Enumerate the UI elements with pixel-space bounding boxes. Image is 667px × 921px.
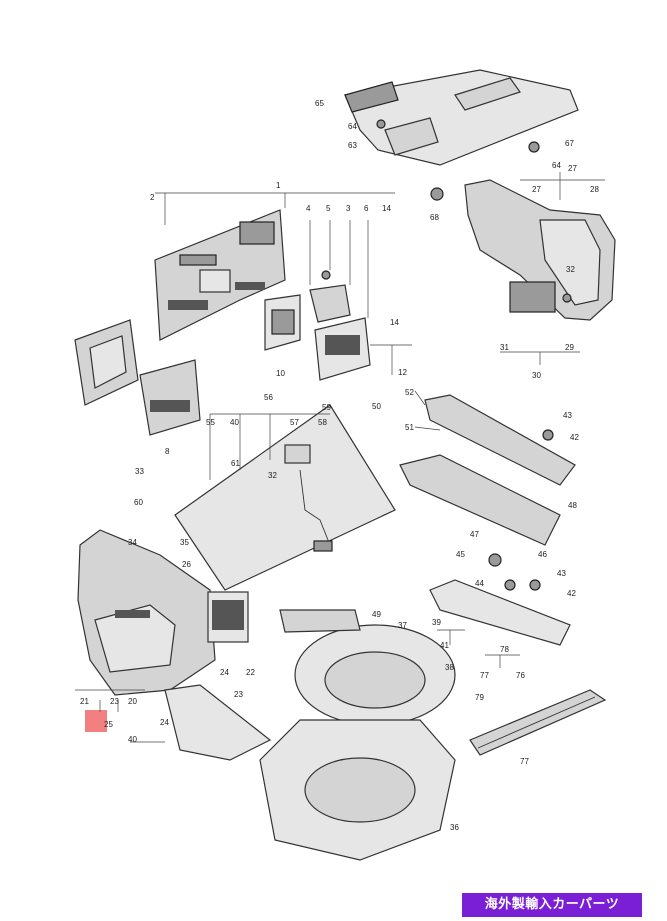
label-40: 40	[230, 418, 239, 427]
label-43: 43	[563, 411, 572, 420]
leader-lines	[75, 172, 605, 743]
label-32: 32	[566, 265, 575, 274]
label-41: 41	[440, 641, 449, 650]
side-box-parts	[264, 270, 371, 381]
label-24: 24	[220, 668, 229, 677]
label-6: 6	[364, 204, 369, 213]
label-38: 38	[445, 663, 454, 672]
label-31: 31	[500, 343, 509, 352]
label-5: 5	[326, 204, 331, 213]
label-27: 27	[568, 164, 577, 173]
label-34: 34	[128, 538, 137, 547]
label-23: 23	[110, 697, 119, 706]
label-4: 4	[306, 204, 311, 213]
label-21: 21	[80, 697, 89, 706]
label-48: 48	[568, 501, 577, 510]
label-23: 23	[234, 690, 243, 699]
right-side-panel-part	[464, 179, 616, 321]
label-76: 76	[516, 671, 525, 680]
label-59: 59	[322, 403, 331, 412]
label-14: 14	[382, 204, 391, 213]
label-56: 56	[264, 393, 273, 402]
label-77: 77	[480, 671, 489, 680]
label-30: 30	[532, 371, 541, 380]
label-35: 35	[180, 538, 189, 547]
left-frame-part	[74, 319, 201, 436]
label-64: 64	[348, 122, 357, 131]
label-37: 37	[398, 621, 407, 630]
label-14: 14	[390, 318, 399, 327]
label-3: 3	[346, 204, 351, 213]
label-58: 58	[318, 418, 327, 427]
label-40: 40	[128, 735, 137, 744]
label-46: 46	[538, 550, 547, 559]
shop-watermark-badge: 海外製輸入カーパーツ	[462, 893, 642, 917]
label-61: 61	[231, 459, 240, 468]
label-63: 63	[348, 141, 357, 150]
label-50: 50	[372, 402, 381, 411]
label-32: 32	[268, 471, 277, 480]
label-49: 49	[372, 610, 381, 619]
spare-wheel-well-part	[259, 609, 456, 861]
label-36: 36	[450, 823, 459, 832]
label-52: 52	[405, 388, 414, 397]
label-42: 42	[570, 433, 579, 442]
label-51: 51	[405, 423, 414, 432]
rear-trim-panel-part	[154, 209, 286, 341]
label-79: 79	[475, 693, 484, 702]
label-78: 78	[500, 645, 509, 654]
lower-left-mat-part	[164, 684, 272, 761]
label-22: 22	[246, 668, 255, 677]
label-39: 39	[432, 618, 441, 627]
label-20: 20	[128, 697, 137, 706]
label-2: 2	[150, 193, 155, 202]
highlight-marker	[85, 710, 107, 732]
left-lower-trim-part	[77, 529, 249, 696]
label-43: 43	[557, 569, 566, 578]
label-27: 27	[532, 185, 541, 194]
label-12: 12	[398, 368, 407, 377]
label-77: 77	[520, 757, 529, 766]
label-60: 60	[134, 498, 143, 507]
label-25: 25	[104, 720, 113, 729]
rear-shelf-part	[344, 69, 579, 201]
label-67: 67	[565, 139, 574, 148]
label-64: 64	[552, 161, 561, 170]
floor-mat-part	[174, 404, 396, 591]
label-24: 24	[160, 718, 169, 727]
label-29: 29	[565, 343, 574, 352]
callout-labels: 65 64 63 67 64 68 27 27 28 32 31 29 30 1…	[80, 99, 599, 832]
label-26: 26	[182, 560, 191, 569]
label-10: 10	[276, 369, 285, 378]
label-44: 44	[475, 579, 484, 588]
label-55: 55	[206, 418, 215, 427]
label-57: 57	[290, 418, 299, 427]
label-65: 65	[315, 99, 324, 108]
right-rail-parts	[399, 394, 576, 646]
label-33: 33	[135, 467, 144, 476]
label-45: 45	[456, 550, 465, 559]
label-28: 28	[590, 185, 599, 194]
right-strip-part	[469, 689, 607, 756]
label-1: 1	[276, 181, 281, 190]
label-68: 68	[430, 213, 439, 222]
label-8: 8	[165, 447, 170, 456]
label-47: 47	[470, 530, 479, 539]
label-42: 42	[567, 589, 576, 598]
